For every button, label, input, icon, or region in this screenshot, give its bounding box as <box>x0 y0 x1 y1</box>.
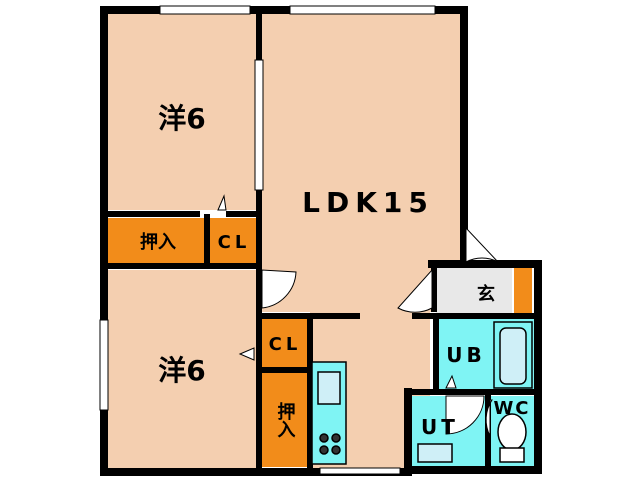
entrance-storage <box>514 268 532 314</box>
western-room-bottom-floor <box>108 270 258 470</box>
toilet-label: WC <box>493 398 530 419</box>
utility-label: UT <box>421 415 459 439</box>
western-room-bottom-label: 洋6 <box>158 354 205 387</box>
entrance-floor <box>436 268 512 314</box>
unit-bath-label: UB <box>446 343 485 367</box>
door-swings <box>217 194 499 437</box>
oshiire-bottom-label: 押入 <box>275 401 296 438</box>
windows <box>99 5 436 475</box>
closet-bottom-label: CL <box>269 334 302 355</box>
ldk-label: LDK15 <box>302 186 434 219</box>
entrance-label: 玄 <box>477 283 495 305</box>
bath-fixtures <box>417 321 533 463</box>
oshiire-top-floor <box>108 218 205 263</box>
oshiire-top-label: 押入 <box>140 231 176 253</box>
western-room-top-label: 洋6 <box>158 102 205 135</box>
kitchen-counter <box>311 361 347 465</box>
oshiire-bottom-floor <box>262 372 308 467</box>
closet-top-floor <box>210 218 258 263</box>
closet-bottom-floor <box>262 318 308 368</box>
closet-top-label: CL <box>218 232 251 253</box>
western-room-top-floor <box>108 12 258 210</box>
